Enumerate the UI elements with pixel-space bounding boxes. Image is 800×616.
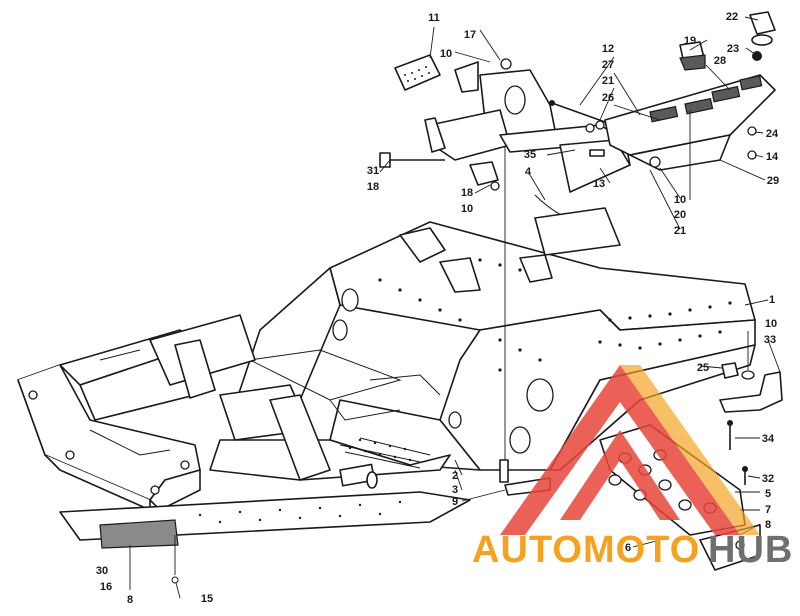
callout-29: 29 (767, 175, 779, 187)
callout-9: 9 (452, 496, 458, 508)
callout-23: 23 (727, 43, 739, 55)
callout-32: 32 (762, 473, 774, 485)
belly-pan (59, 491, 471, 590)
watermark-text-hub: HUB (708, 529, 793, 571)
callout-17: 17 (464, 29, 476, 41)
callout-5: 5 (765, 488, 771, 500)
callout-16: 16 (100, 581, 112, 593)
callout-10: 10 (765, 318, 777, 330)
callout-18: 18 (367, 181, 379, 193)
leader-lines (175, 16, 781, 599)
watermark-triangle-icon (500, 365, 760, 535)
callout-14: 14 (766, 151, 779, 163)
callout-labels: 11 17 10 12 27 21 26 19 22 23 28 24 14 2… (96, 11, 779, 606)
callout-13: 13 (593, 178, 605, 190)
callout-8: 8 (765, 519, 771, 531)
callout-25: 25 (697, 362, 709, 374)
callout-2: 2 (452, 470, 458, 482)
callout-30: 30 (96, 565, 108, 577)
callout-22: 22 (726, 11, 738, 23)
callout-10: 10 (440, 48, 452, 60)
callout-21: 21 (674, 225, 686, 237)
callout-18: 18 (461, 187, 473, 199)
callout-34: 34 (762, 433, 775, 445)
chassis-frame (209, 130, 756, 483)
steering-bracket-assembly (379, 54, 631, 256)
callout-26: 26 (602, 92, 614, 104)
callout-20: 20 (674, 209, 686, 221)
callout-27: 27 (602, 59, 614, 71)
callout-35: 35 (524, 149, 536, 161)
callout-10: 10 (461, 203, 473, 215)
callout-19: 19 (684, 35, 696, 47)
callout-10: 10 (674, 194, 686, 206)
callout-1: 1 (769, 294, 775, 306)
callout-8: 8 (127, 594, 133, 606)
callout-6: 6 (625, 542, 631, 554)
callout-15: 15 (201, 593, 213, 605)
callout-3: 3 (452, 484, 458, 496)
callout-31: 31 (367, 165, 379, 177)
callout-33: 33 (764, 334, 776, 346)
automotohub-watermark: AUTOMOTO HUB (472, 365, 793, 571)
callout-7: 7 (765, 504, 771, 516)
callout-24: 24 (766, 128, 779, 140)
callout-4: 4 (525, 166, 532, 178)
callout-28: 28 (714, 55, 726, 67)
watermark-text-automoto: AUTOMOTO (472, 529, 700, 571)
console-panel (585, 11, 776, 200)
callout-12: 12 (602, 43, 614, 55)
front-bumper-cradle (17, 314, 378, 511)
callout-21: 21 (602, 75, 614, 87)
callout-11: 11 (428, 12, 440, 24)
